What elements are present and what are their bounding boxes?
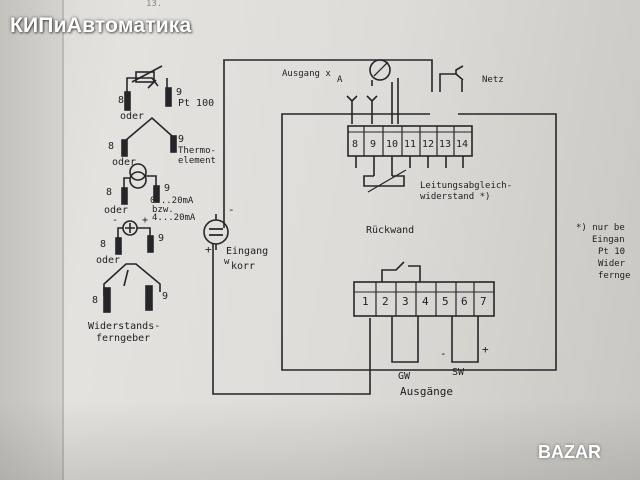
lower-terminal-2: 2 xyxy=(382,295,389,308)
footnote-line1: *) nur be xyxy=(576,223,625,233)
upper-terminal-11: 11 xyxy=(404,139,417,150)
upper-terminal-10: 10 xyxy=(386,139,399,150)
resistor-pin-9: 9 xyxy=(162,291,169,302)
inner-loop-wire xyxy=(281,113,557,371)
bazar-badge-text: BAZAR xyxy=(538,442,601,462)
footnote-line2: Eingan xyxy=(592,235,625,245)
resistor-label-line2: ferngeber xyxy=(96,333,151,344)
thermo-pin-9: 9 xyxy=(178,134,185,145)
input-label-sub: w xyxy=(224,257,230,267)
outputs-label: Ausgänge xyxy=(400,385,453,398)
resistor-pin-8: 8 xyxy=(92,295,99,306)
watermark-logo: КИПиАвтоматика xyxy=(10,14,192,37)
lower-terminal-7: 7 xyxy=(480,295,487,308)
xa-arrows xyxy=(346,95,378,103)
sensor-current xyxy=(121,163,160,205)
upper-terminal-14: 14 xyxy=(456,139,469,150)
output-xa-label: Ausgang x xyxy=(282,69,331,79)
resistor-label-line1: Widerstands- xyxy=(88,321,161,332)
leitung-label-line2: widerstand *) xyxy=(420,192,491,202)
output-gw: GW xyxy=(398,371,411,382)
rueckwand-jumper xyxy=(381,261,421,282)
current-range-2: bzw. xyxy=(152,205,174,215)
sensor-resistor xyxy=(103,263,161,313)
page-left-margin xyxy=(0,0,62,480)
output-minus: - xyxy=(440,347,447,360)
lower-terminal-3: 3 xyxy=(402,295,409,308)
lower-terminal-4: 4 xyxy=(422,295,429,308)
leitung-label-line1: Leitungsabgleich- xyxy=(420,181,513,191)
current-pin-8: 8 xyxy=(106,187,113,198)
current-range-1: 0...20mA xyxy=(150,196,194,206)
input-label-line2: korr xyxy=(231,261,256,272)
upper-terminal-13: 13 xyxy=(439,139,452,150)
source-minus: - xyxy=(112,215,119,226)
page-bottom-shadow xyxy=(0,400,640,480)
upper-terminal-12: 12 xyxy=(422,139,435,150)
lower-terminal-block xyxy=(353,281,495,317)
input-plus: + xyxy=(205,243,212,256)
current-pin-9: 9 xyxy=(164,183,171,194)
output-xa-sub: A xyxy=(337,75,343,85)
page-number: 13. xyxy=(146,0,163,9)
rueckwand-label: Rückwand xyxy=(366,225,415,236)
sensor-source xyxy=(115,220,154,255)
upper-terminal-9: 9 xyxy=(370,139,377,150)
input-minus: - xyxy=(228,203,235,216)
line-resistor xyxy=(363,175,405,187)
pt100-label: Pt 100 xyxy=(178,98,215,109)
page-fold-line xyxy=(62,0,64,480)
input-label-line1: Eingang xyxy=(226,246,269,257)
pt100-pin-9: 9 xyxy=(176,87,183,98)
sw-leads xyxy=(451,316,479,363)
lower-terminal-6: 6 xyxy=(461,295,468,308)
meter-symbol xyxy=(369,59,391,81)
netz-bracket xyxy=(439,65,464,92)
oder-label-3: oder xyxy=(104,205,129,216)
input-symbol xyxy=(203,219,229,245)
footnote-line4: Wider xyxy=(598,259,626,269)
gw-leads xyxy=(391,316,419,363)
bazar-badge: BAZAR xyxy=(538,436,634,470)
oder-label-2: oder xyxy=(112,157,137,168)
upper-terminal-8: 8 xyxy=(352,139,359,150)
oder-label-4: oder xyxy=(96,255,121,266)
thermo-label-line2: element xyxy=(178,156,216,166)
source-pin-8: 8 xyxy=(100,239,107,250)
source-plus: + xyxy=(142,215,149,226)
pt100-pin-8: 8 xyxy=(118,95,125,106)
netz-label: Netz xyxy=(482,75,504,85)
current-range-3: 4...20mA xyxy=(152,213,196,223)
sensor-thermoelement xyxy=(121,116,177,157)
terminal-leads xyxy=(355,156,464,176)
lower-terminal-1: 1 xyxy=(362,295,369,308)
source-pin-9: 9 xyxy=(158,233,165,244)
output-plus: + xyxy=(482,343,489,356)
meter-lead xyxy=(371,78,399,124)
output-sw: SW xyxy=(452,367,465,378)
outer-wire-bottom xyxy=(212,244,371,395)
lower-terminal-5: 5 xyxy=(442,295,449,308)
outer-wire xyxy=(223,59,433,228)
footnote-line5: fernge xyxy=(598,271,631,281)
footnote-line3: Pt 10 xyxy=(598,247,626,257)
sensor-pt100 xyxy=(124,65,172,111)
thermo-pin-8: 8 xyxy=(108,141,115,152)
oder-label-1: oder xyxy=(120,111,145,122)
thermo-label-line1: Thermo- xyxy=(178,146,216,156)
